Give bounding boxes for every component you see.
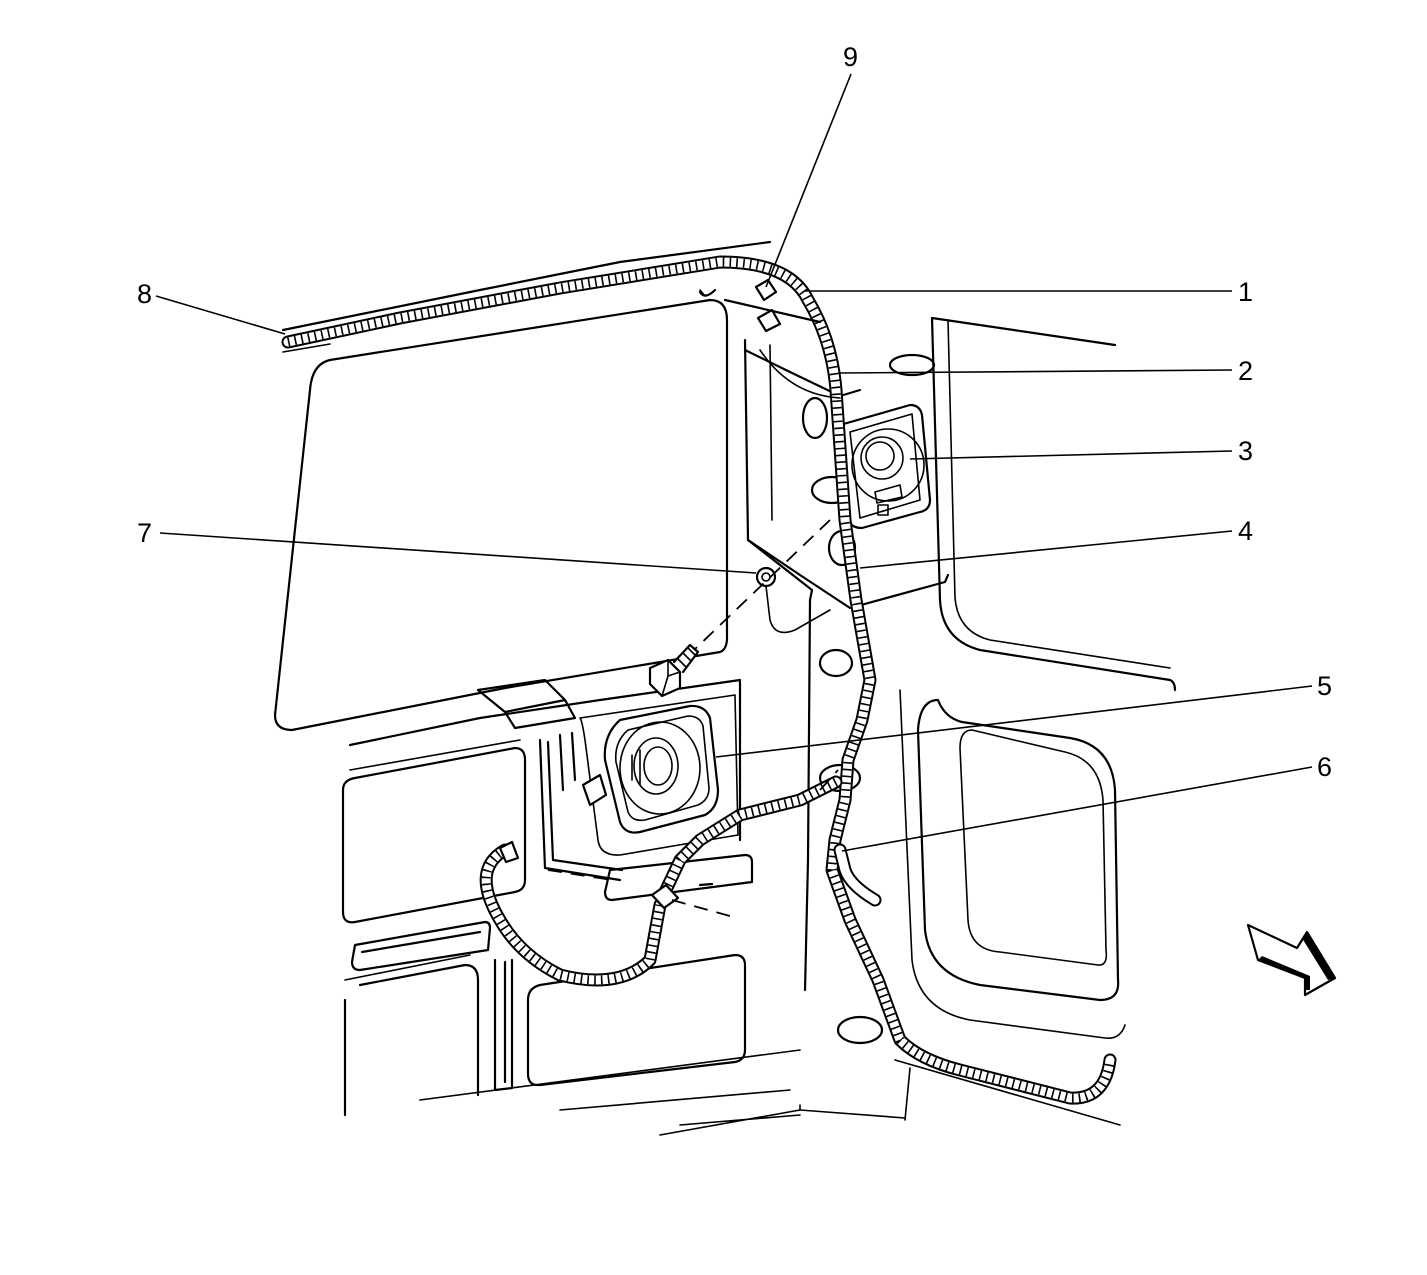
d-pillar-outer — [743, 338, 814, 992]
callout-4: 4 — [1238, 516, 1253, 546]
leader-7 — [159, 532, 757, 574]
mounting-bolt — [648, 643, 700, 698]
front-direction-arrow-icon — [1246, 923, 1337, 997]
callout-6: 6 — [1317, 752, 1332, 782]
rear-window — [273, 298, 729, 732]
callout-7: 7 — [137, 518, 152, 548]
lower-trim-strip — [603, 853, 754, 902]
pillar-hole-6 — [801, 396, 829, 440]
callout-3: 3 — [1238, 436, 1253, 466]
side-window-outer-rim — [899, 689, 1126, 1040]
callout-labels: 1 2 3 4 5 6 7 8 9 — [137, 42, 1332, 782]
side-door-opening-outer — [930, 316, 1177, 692]
bolt-alignment-dash — [693, 519, 831, 651]
vertical-channel-lower — [493, 958, 514, 1092]
leader-lines — [155, 73, 1313, 852]
leader-8 — [155, 295, 286, 335]
leader-4 — [859, 530, 1233, 569]
leader-5 — [715, 685, 1313, 758]
roof-harness-clips — [698, 278, 822, 333]
side-window-glass — [959, 729, 1108, 966]
pillar-hole-7 — [888, 353, 936, 377]
roof-edge — [281, 240, 772, 332]
upper-speaker — [838, 403, 932, 530]
callout-1: 1 — [1238, 277, 1253, 307]
leader-6 — [841, 766, 1313, 852]
lower-connectors — [498, 769, 839, 917]
quarter-lower-line — [799, 1059, 1121, 1126]
pillar-hole-5 — [836, 1015, 884, 1045]
callout-5: 5 — [1317, 671, 1332, 701]
pillar-hole-3 — [818, 648, 854, 678]
inner-panel-top — [348, 678, 742, 842]
access-hole-left-lower — [343, 963, 480, 1117]
access-hole-right-lower — [526, 953, 747, 1087]
leader-2 — [839, 369, 1233, 374]
leader-3 — [909, 450, 1233, 460]
side-door-opening-inner — [947, 319, 1171, 669]
inner-panel-lower-left — [344, 739, 521, 981]
callout-9: 9 — [843, 42, 858, 72]
wiring-harness — [281, 255, 1117, 1105]
retainer-7 — [755, 566, 831, 634]
leader-9 — [765, 73, 852, 288]
vehicle-body — [273, 240, 1177, 1136]
lower-speaker-panel — [579, 694, 739, 856]
lower-speaker — [581, 704, 720, 834]
vertical-channel-left — [538, 731, 624, 882]
pillar-lower-brace — [746, 538, 950, 610]
upper-bracket — [476, 678, 577, 730]
d-pillar-inner — [769, 344, 773, 521]
access-slot-left — [350, 920, 492, 972]
side-window-frame — [916, 698, 1120, 1002]
callout-8: 8 — [137, 279, 152, 309]
callout-2: 2 — [1238, 356, 1253, 386]
floor-lines — [419, 1049, 801, 1136]
access-hole-left-upper — [341, 746, 527, 924]
